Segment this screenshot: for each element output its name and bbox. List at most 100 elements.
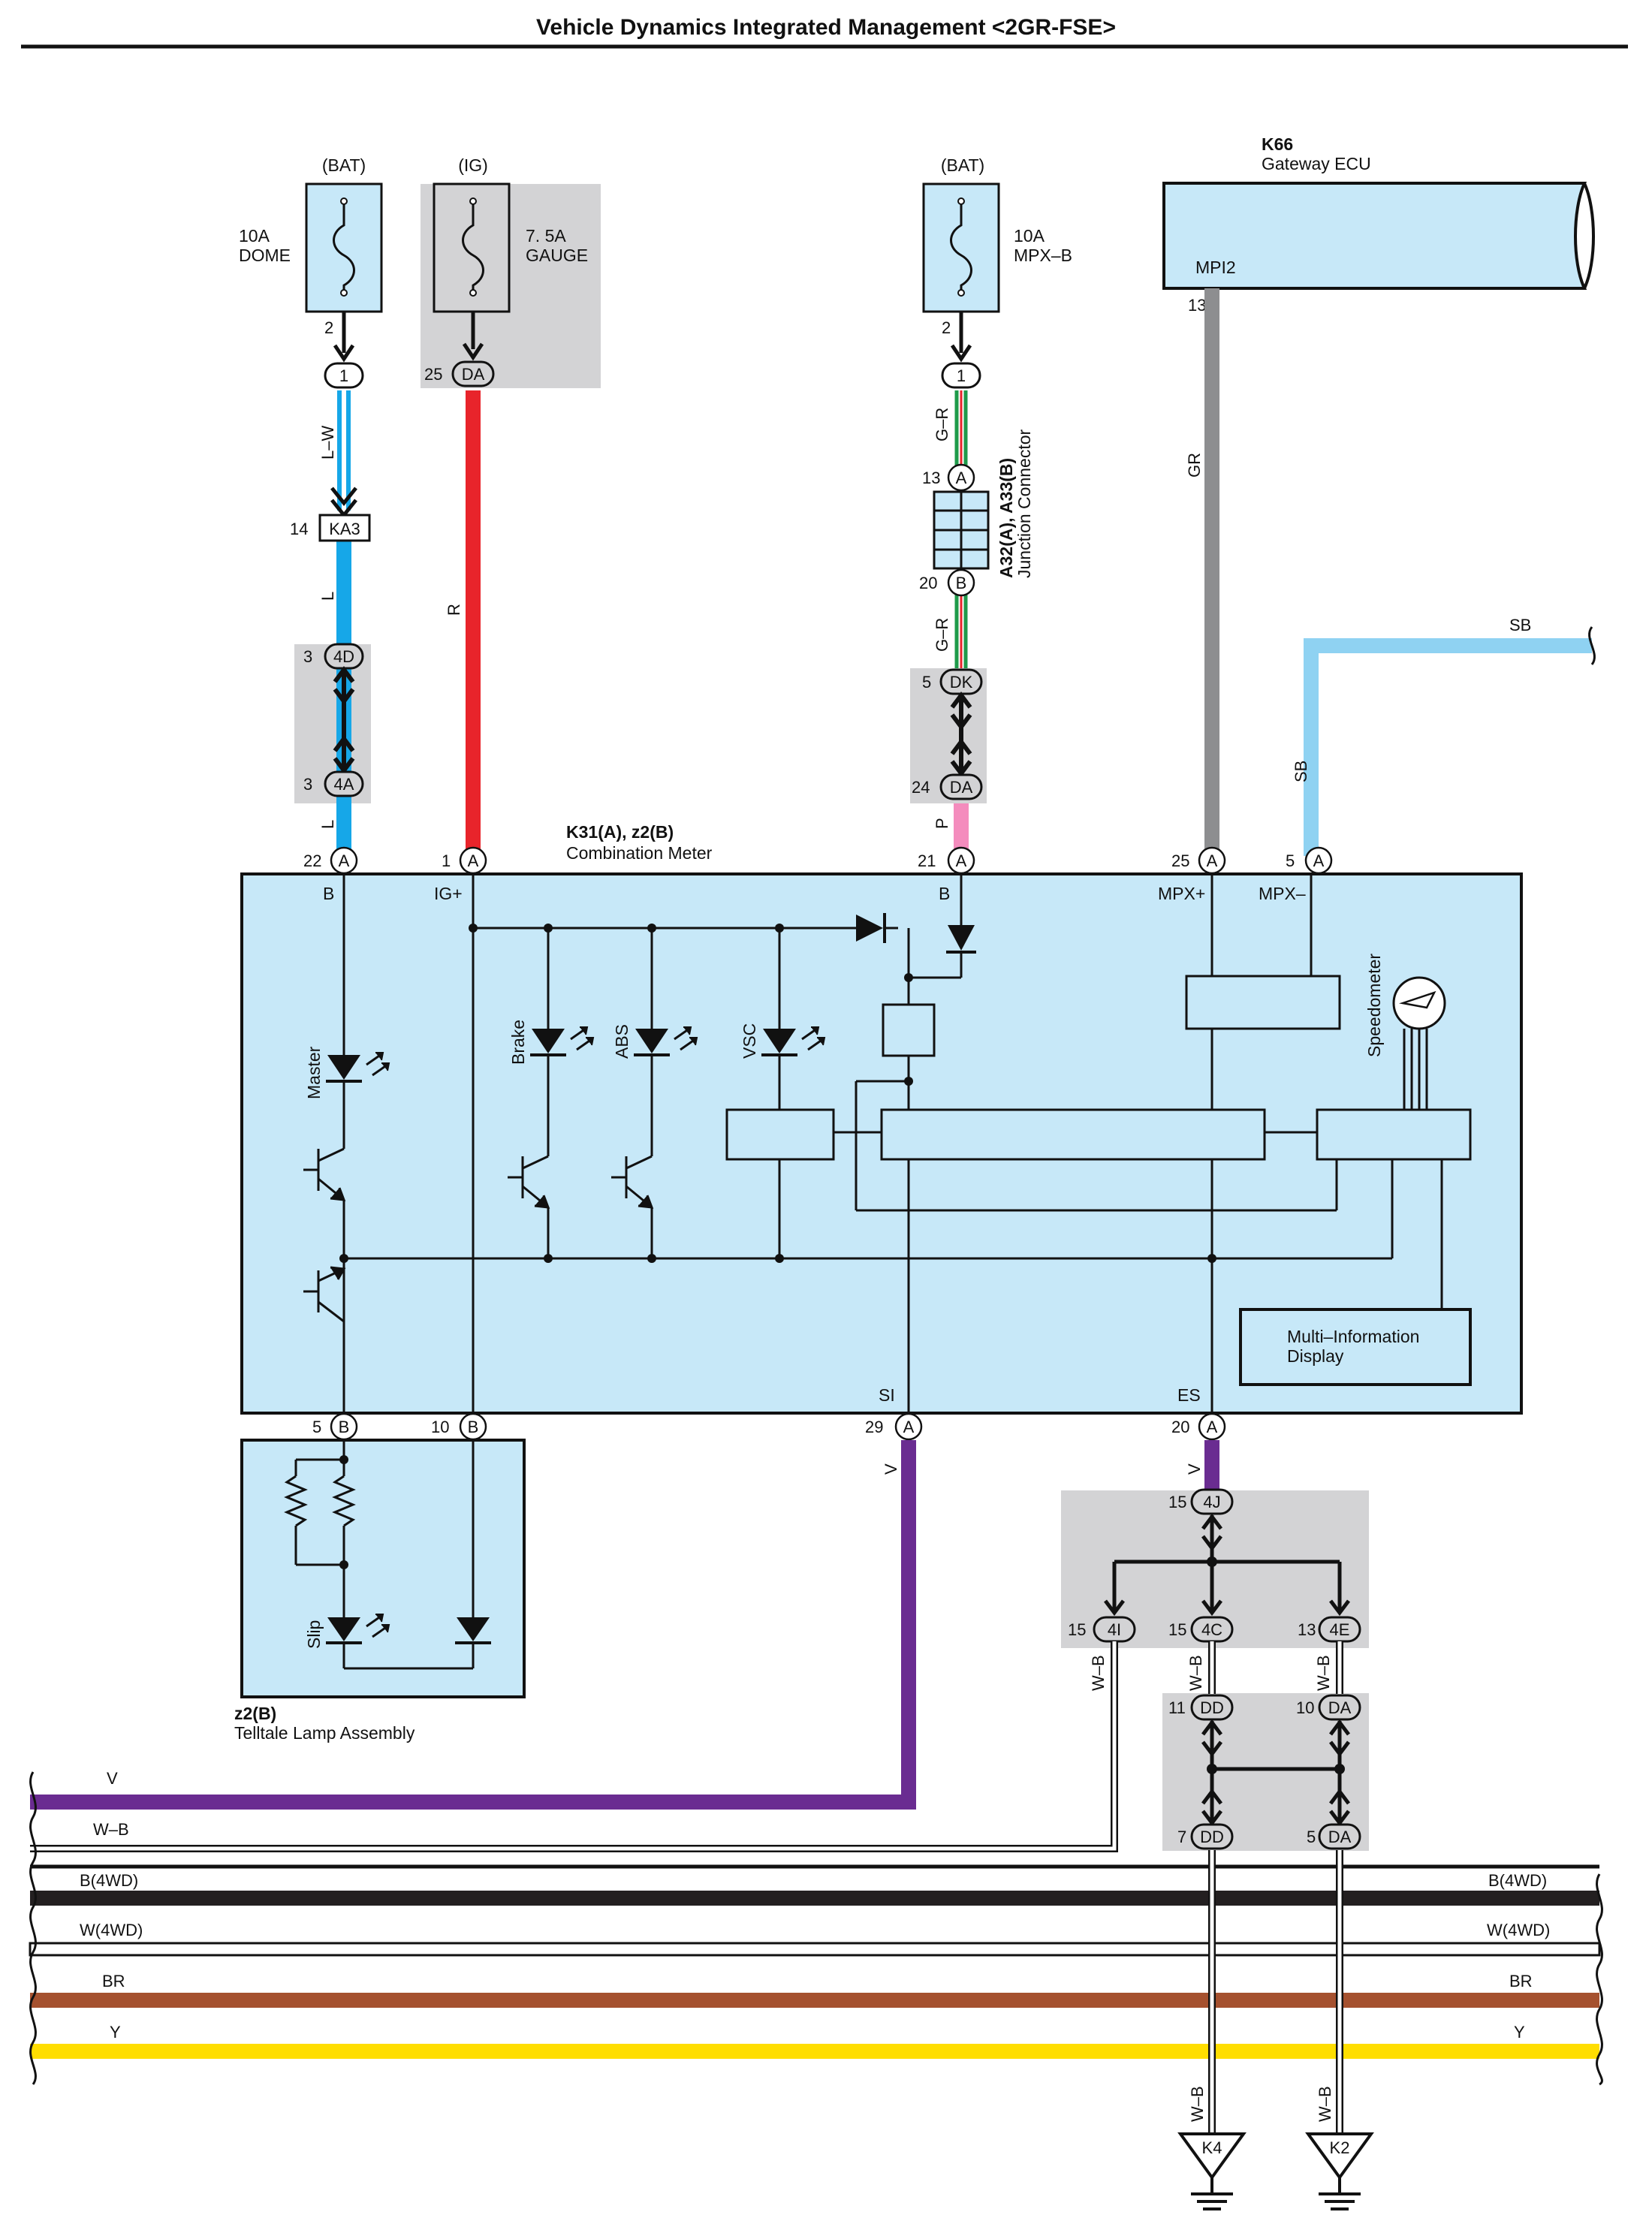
svg-text:Speedometer: Speedometer [1364,954,1384,1057]
wire-sb [1304,638,1592,856]
svg-text:ABS: ABS [612,1024,632,1059]
slip-led-icon [326,1614,390,1644]
wire-br [30,1993,1599,2008]
wire-gr [1204,288,1219,856]
wire-v-es [1204,1440,1219,1493]
svg-text:2: 2 [942,318,951,337]
meter-pin-25: A 25 MPX+ [1158,846,1226,903]
svg-text:7: 7 [1177,1828,1186,1846]
wire-w4wd [29,1942,1601,1957]
svg-text:SB: SB [1509,616,1531,634]
brake-transistor-icon [508,1155,550,1258]
svg-text:11: 11 [1168,1698,1186,1717]
svg-text:A32(A), A33(B): A32(A), A33(B) [996,458,1016,578]
svg-text:1: 1 [339,366,348,385]
wire-p [954,803,969,856]
master-transistor-icon [303,1147,346,1231]
wire-b4wd [30,1891,1599,1906]
svg-text:5: 5 [922,673,931,692]
svg-text:A: A [956,469,967,487]
svg-text:Display: Display [1287,1346,1344,1366]
combination-meter: K31(A), z2(B) Combination Meter A 22 B A… [240,822,1523,1441]
svg-text:1: 1 [957,366,966,385]
svg-text:DK: DK [950,673,973,692]
svg-text:A: A [903,1418,915,1436]
connector-mpxb-1: 1 [941,312,981,389]
multi-information-display: Multi–Information Display [1239,1308,1472,1386]
svg-text:DA: DA [462,365,485,384]
svg-text:W–B: W–B [1316,2086,1334,2122]
abs-led-icon [634,1026,698,1056]
svg-text:VSC: VSC [740,1023,759,1059]
ground-k4: K4 [1177,2132,1247,2210]
connector-dd-da-junction: DD 11 DA 10 DD 7 DA 5 [1168,1694,1361,1850]
svg-text:R: R [445,604,463,616]
svg-text:20: 20 [919,574,937,592]
svg-text:V: V [882,1463,900,1475]
bus-lines: V W–B B(4WD) B(4WD) W(4WD) W(4WD) BR BR … [29,1769,1603,2086]
svg-text:G–R: G–R [933,408,951,441]
svg-text:13: 13 [922,469,940,487]
svg-text:3: 3 [303,775,312,794]
svg-text:Multi–Information: Multi–Information [1287,1327,1419,1346]
abs-transistor-icon [611,1155,654,1258]
wire-r [466,390,481,856]
meter-pin-29: A 29 SI [865,1385,923,1441]
speedometer-gauge-icon [1392,976,1446,1030]
svg-text:K4: K4 [1202,2138,1222,2157]
svg-text:z2(B): z2(B) [234,1704,276,1723]
svg-text:MPX–: MPX– [1259,884,1306,903]
svg-text:L–W: L–W [318,426,337,460]
svg-text:DD: DD [1200,1828,1224,1846]
svg-text:SI: SI [879,1385,895,1405]
svg-text:15: 15 [1168,1620,1186,1639]
meter-pin-21: A 21 B [918,846,975,903]
brake-led-icon [530,1026,595,1056]
svg-text:5: 5 [312,1418,321,1436]
dome-fuse: (BAT) 10A DOME 2 [239,155,383,337]
svg-text:25: 25 [1171,851,1189,870]
svg-text:A: A [1207,851,1218,870]
svg-text:Combination Meter: Combination Meter [566,843,713,863]
svg-text:4I: 4I [1108,1620,1121,1639]
svg-text:Y: Y [110,2023,121,2042]
meter-pin-20: A 20 ES [1171,1385,1226,1441]
svg-text:1: 1 [442,851,451,870]
meter-pin-b5: B 5 [312,1412,358,1441]
svg-text:W–B: W–B [93,1820,129,1839]
vsc-led-icon [761,1026,826,1056]
svg-text:L: L [318,820,337,829]
connector-gauge-da: DA 25 [424,312,495,387]
svg-text:B: B [956,574,967,592]
svg-text:Junction Connector: Junction Connector [1014,429,1034,578]
svg-text:B: B [468,1418,479,1436]
master-transistor-2-icon [303,1266,346,1323]
svg-text:GAUGE: GAUGE [526,246,588,265]
gateway-ecu: K66 Gateway ECU MPI2 13 [1162,134,1595,315]
svg-text:15: 15 [1168,1493,1186,1511]
svg-text:SB: SB [1292,761,1310,782]
svg-text:IG+: IG+ [434,884,463,903]
svg-text:A: A [468,851,479,870]
svg-text:13: 13 [1298,1620,1316,1639]
svg-text:B: B [939,884,950,903]
svg-text:G–R: G–R [933,618,951,652]
svg-text:20: 20 [1171,1418,1189,1436]
ground-k2: K2 [1305,2132,1374,2210]
gauge-fuse-shade [421,184,601,388]
svg-text:10A: 10A [239,226,270,246]
diode-icon [455,1617,491,1644]
svg-text:4D: 4D [333,647,354,666]
svg-text:4C: 4C [1201,1620,1222,1639]
meter-pin-b10: B 10 [431,1412,487,1441]
svg-text:W–B: W–B [1188,2086,1207,2122]
svg-text:K31(A), z2(B): K31(A), z2(B) [566,822,674,842]
svg-text:ES: ES [1177,1385,1201,1405]
svg-text:A: A [339,851,350,870]
svg-text:Y: Y [1514,2023,1525,2042]
svg-text:29: 29 [865,1418,883,1436]
svg-text:Brake: Brake [508,1020,528,1065]
wire-wb-4i [30,1641,1118,1852]
svg-text:W(4WD): W(4WD) [80,1921,143,1939]
svg-text:P: P [933,818,951,829]
